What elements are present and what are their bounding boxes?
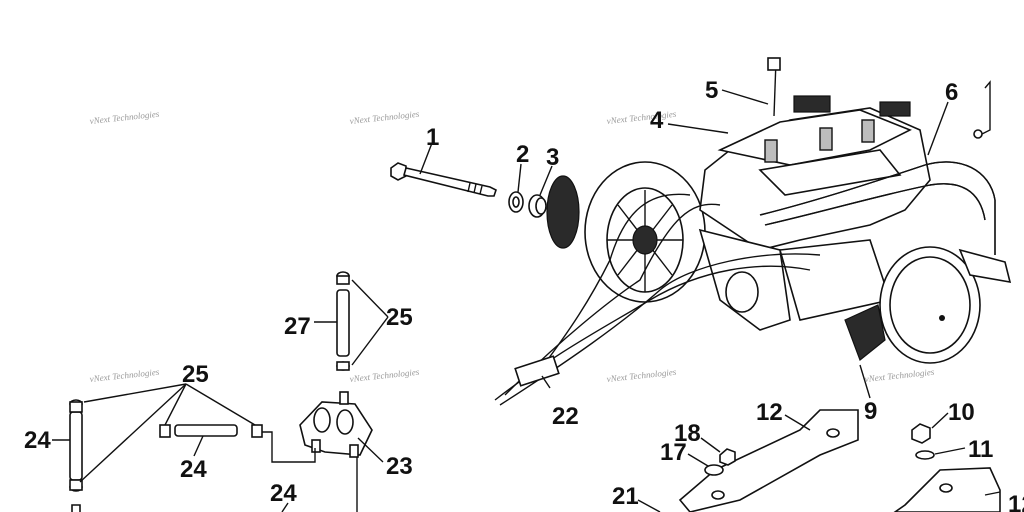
cable-harness-part [494,193,821,406]
hose-tube-part [336,271,350,371]
callout-label: 23 [386,453,413,480]
callout-label: 5 [705,77,718,104]
watermark: vNext Technologies [89,109,160,126]
callout-label: 25 [386,304,413,331]
callout-label: 24 [270,480,297,507]
callout-label: 17 [660,439,687,466]
callout-label: 1 [426,124,439,151]
callout-label: 2 [516,141,529,168]
watermark: vNext Technologies [349,109,420,126]
engine-assembly [546,57,1012,364]
nut-part [719,448,736,466]
watermark: vNext Technologies [606,367,677,384]
bushing-part [528,194,547,218]
fuel-pump-part [299,391,373,512]
callout-label: 10 [948,399,975,426]
callout-label: 3 [546,144,559,171]
watermark: vNext Technologies [606,109,677,126]
callout-label: 4 [650,107,664,134]
watermark: vNext Technologies [349,367,420,384]
washer-part [508,191,524,213]
nut-part [911,423,931,444]
watermark: vNext Technologies [89,367,160,384]
callout-label: 21 [612,483,639,510]
washer-part [915,450,935,460]
horizontal-hose-part [159,424,316,463]
watermark: vNext Technologies [864,367,935,384]
callout-label: 24 [24,427,51,454]
callout-label: 12 [756,399,783,426]
callout-label: 27 [284,313,311,340]
callout-label: 18 [674,420,701,447]
callout-label: 22 [552,403,579,430]
callout-label: 24 [180,456,207,483]
leader-lines [52,89,1001,512]
washer-part [704,464,724,476]
callout-label: 9 [864,398,877,425]
callout-label: 25 [182,361,209,388]
callout-label: 11 [968,436,993,463]
callout-label: 12 [1008,491,1024,512]
bolt-part [390,162,497,197]
bracket-part [893,467,1001,512]
callout-labels: 1 2 3 4 5 6 9 10 11 12 12 17 18 21 22 23… [24,77,1024,512]
callout-label: 6 [945,79,958,106]
bracket-part [678,409,859,512]
left-hose-part [69,399,83,512]
